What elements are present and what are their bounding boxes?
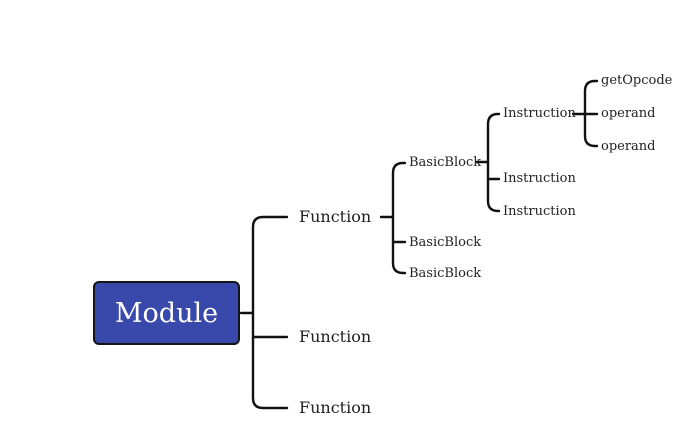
function-node[interactable]: Function (299, 327, 372, 346)
module-node[interactable]: Module (93, 281, 240, 345)
instruction-node[interactable]: Instruction (503, 171, 576, 186)
module-label: Module (114, 297, 219, 329)
connector-module-functions (239, 215, 289, 410)
basicblock-node[interactable]: BasicBlock (409, 155, 482, 170)
connector-function-basicblocks (379, 161, 407, 275)
function-node[interactable]: Function (299, 398, 372, 417)
operand-node[interactable]: operand (601, 106, 656, 121)
instruction-node[interactable]: Instruction (503, 204, 576, 219)
instruction-node[interactable]: Instruction (503, 106, 576, 121)
connector-basicblock-instructions (474, 112, 501, 213)
operand-node[interactable]: operand (601, 139, 656, 154)
basicblock-node[interactable]: BasicBlock (409, 235, 482, 250)
getopcode-node[interactable]: getOpcode (601, 73, 673, 88)
basicblock-node[interactable]: BasicBlock (409, 266, 482, 281)
connector-instruction-leaves (571, 79, 599, 148)
function-node[interactable]: Function (299, 207, 372, 226)
